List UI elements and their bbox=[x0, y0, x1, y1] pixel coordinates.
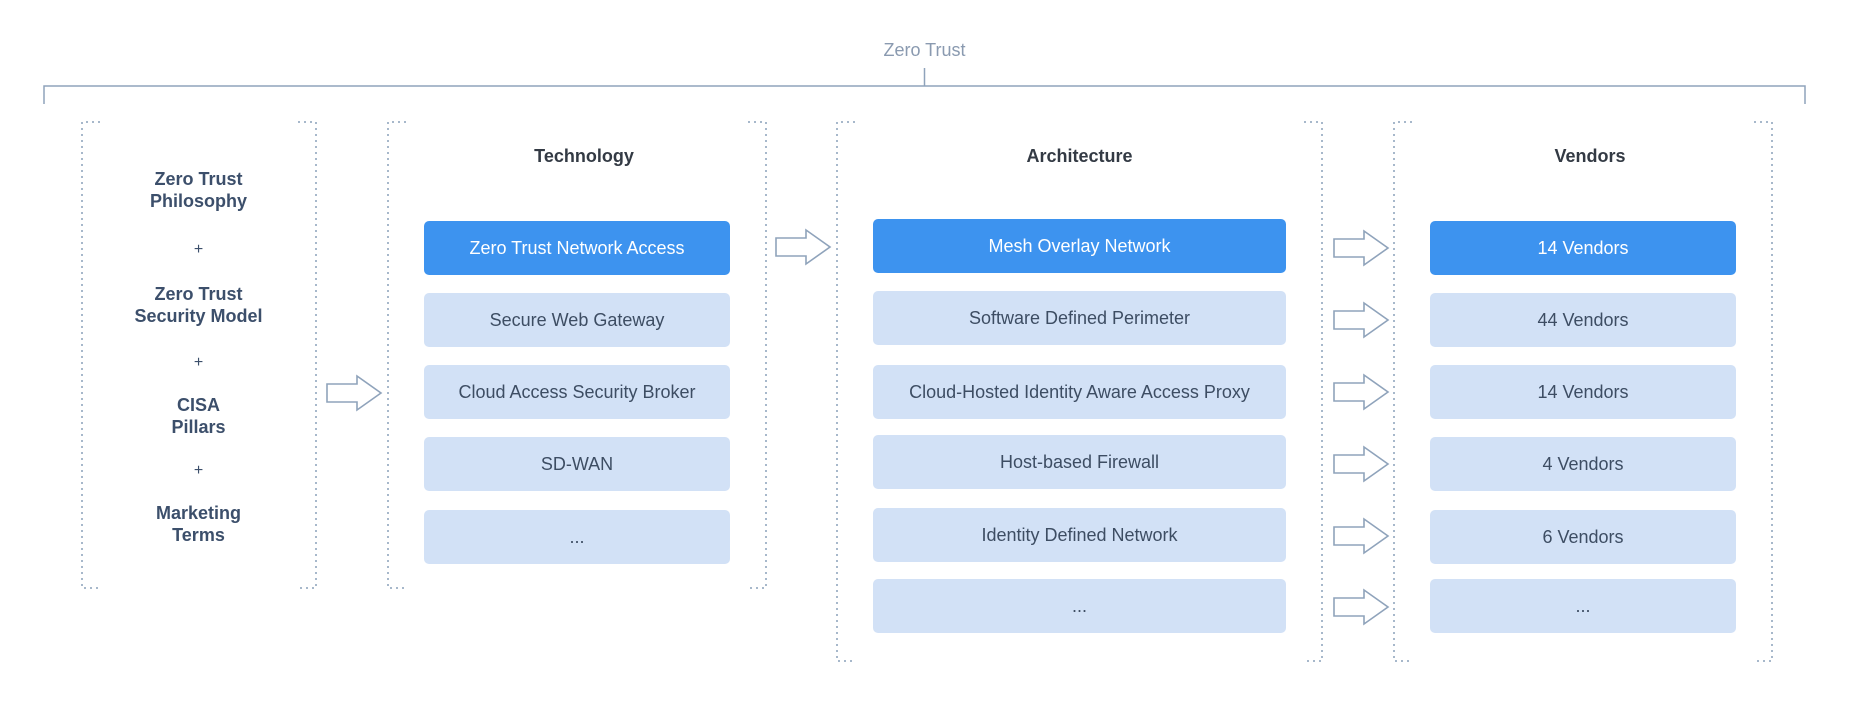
architecture-item[interactable]: Identity Defined Network bbox=[873, 508, 1286, 562]
technology-item[interactable]: Cloud Access Security Broker bbox=[424, 365, 730, 419]
plus-sign: + bbox=[193, 462, 204, 479]
arrow-right-icon bbox=[1333, 517, 1390, 555]
vendor-item[interactable]: 6 Vendors bbox=[1430, 510, 1736, 564]
arrow-right-icon bbox=[1333, 373, 1390, 411]
architecture-item[interactable]: Cloud-Hosted Identity Aware Access Proxy bbox=[873, 365, 1286, 419]
vendor-item[interactable]: 14 Vendors bbox=[1430, 365, 1736, 419]
plus-sign: + bbox=[193, 354, 204, 371]
architecture-item[interactable]: Mesh Overlay Network bbox=[873, 219, 1286, 273]
vendor-item[interactable]: 14 Vendors bbox=[1430, 221, 1736, 275]
architecture-item[interactable]: ... bbox=[873, 579, 1286, 633]
architecture-item[interactable]: Software Defined Perimeter bbox=[873, 291, 1286, 345]
arrow-right-icon bbox=[326, 374, 383, 412]
panel-architecture bbox=[836, 121, 1323, 662]
panel-technology bbox=[387, 121, 767, 589]
vendor-item[interactable]: ... bbox=[1430, 579, 1736, 633]
technology-item[interactable]: SD-WAN bbox=[424, 437, 730, 491]
top-bracket bbox=[43, 68, 1806, 104]
plus-sign: + bbox=[193, 241, 204, 258]
philosophy-item: Zero Trust Philosophy bbox=[149, 169, 247, 211]
arrow-right-icon bbox=[1333, 588, 1390, 626]
vendor-item[interactable]: 4 Vendors bbox=[1430, 437, 1736, 491]
arrow-right-icon bbox=[775, 228, 832, 266]
technology-item[interactable]: Secure Web Gateway bbox=[424, 293, 730, 347]
panel-philosophy bbox=[81, 121, 317, 589]
arrow-right-icon bbox=[1333, 229, 1390, 267]
philosophy-item: Marketing Terms bbox=[155, 503, 242, 545]
philosophy-item: CISA Pillars bbox=[171, 395, 226, 437]
philosophy-item: Zero Trust Security Model bbox=[134, 284, 263, 326]
panel-vendors bbox=[1393, 121, 1773, 662]
architecture-title: Architecture bbox=[1026, 146, 1133, 166]
diagram-title: Zero Trust bbox=[883, 40, 966, 60]
vendors-title: Vendors bbox=[1554, 146, 1626, 166]
vendor-item[interactable]: 44 Vendors bbox=[1430, 293, 1736, 347]
arrow-right-icon bbox=[1333, 301, 1390, 339]
technology-title: Technology bbox=[534, 146, 634, 166]
technology-item[interactable]: Zero Trust Network Access bbox=[424, 221, 730, 275]
arrow-right-icon bbox=[1333, 445, 1390, 483]
technology-item[interactable]: ... bbox=[424, 510, 730, 564]
architecture-item[interactable]: Host-based Firewall bbox=[873, 435, 1286, 489]
